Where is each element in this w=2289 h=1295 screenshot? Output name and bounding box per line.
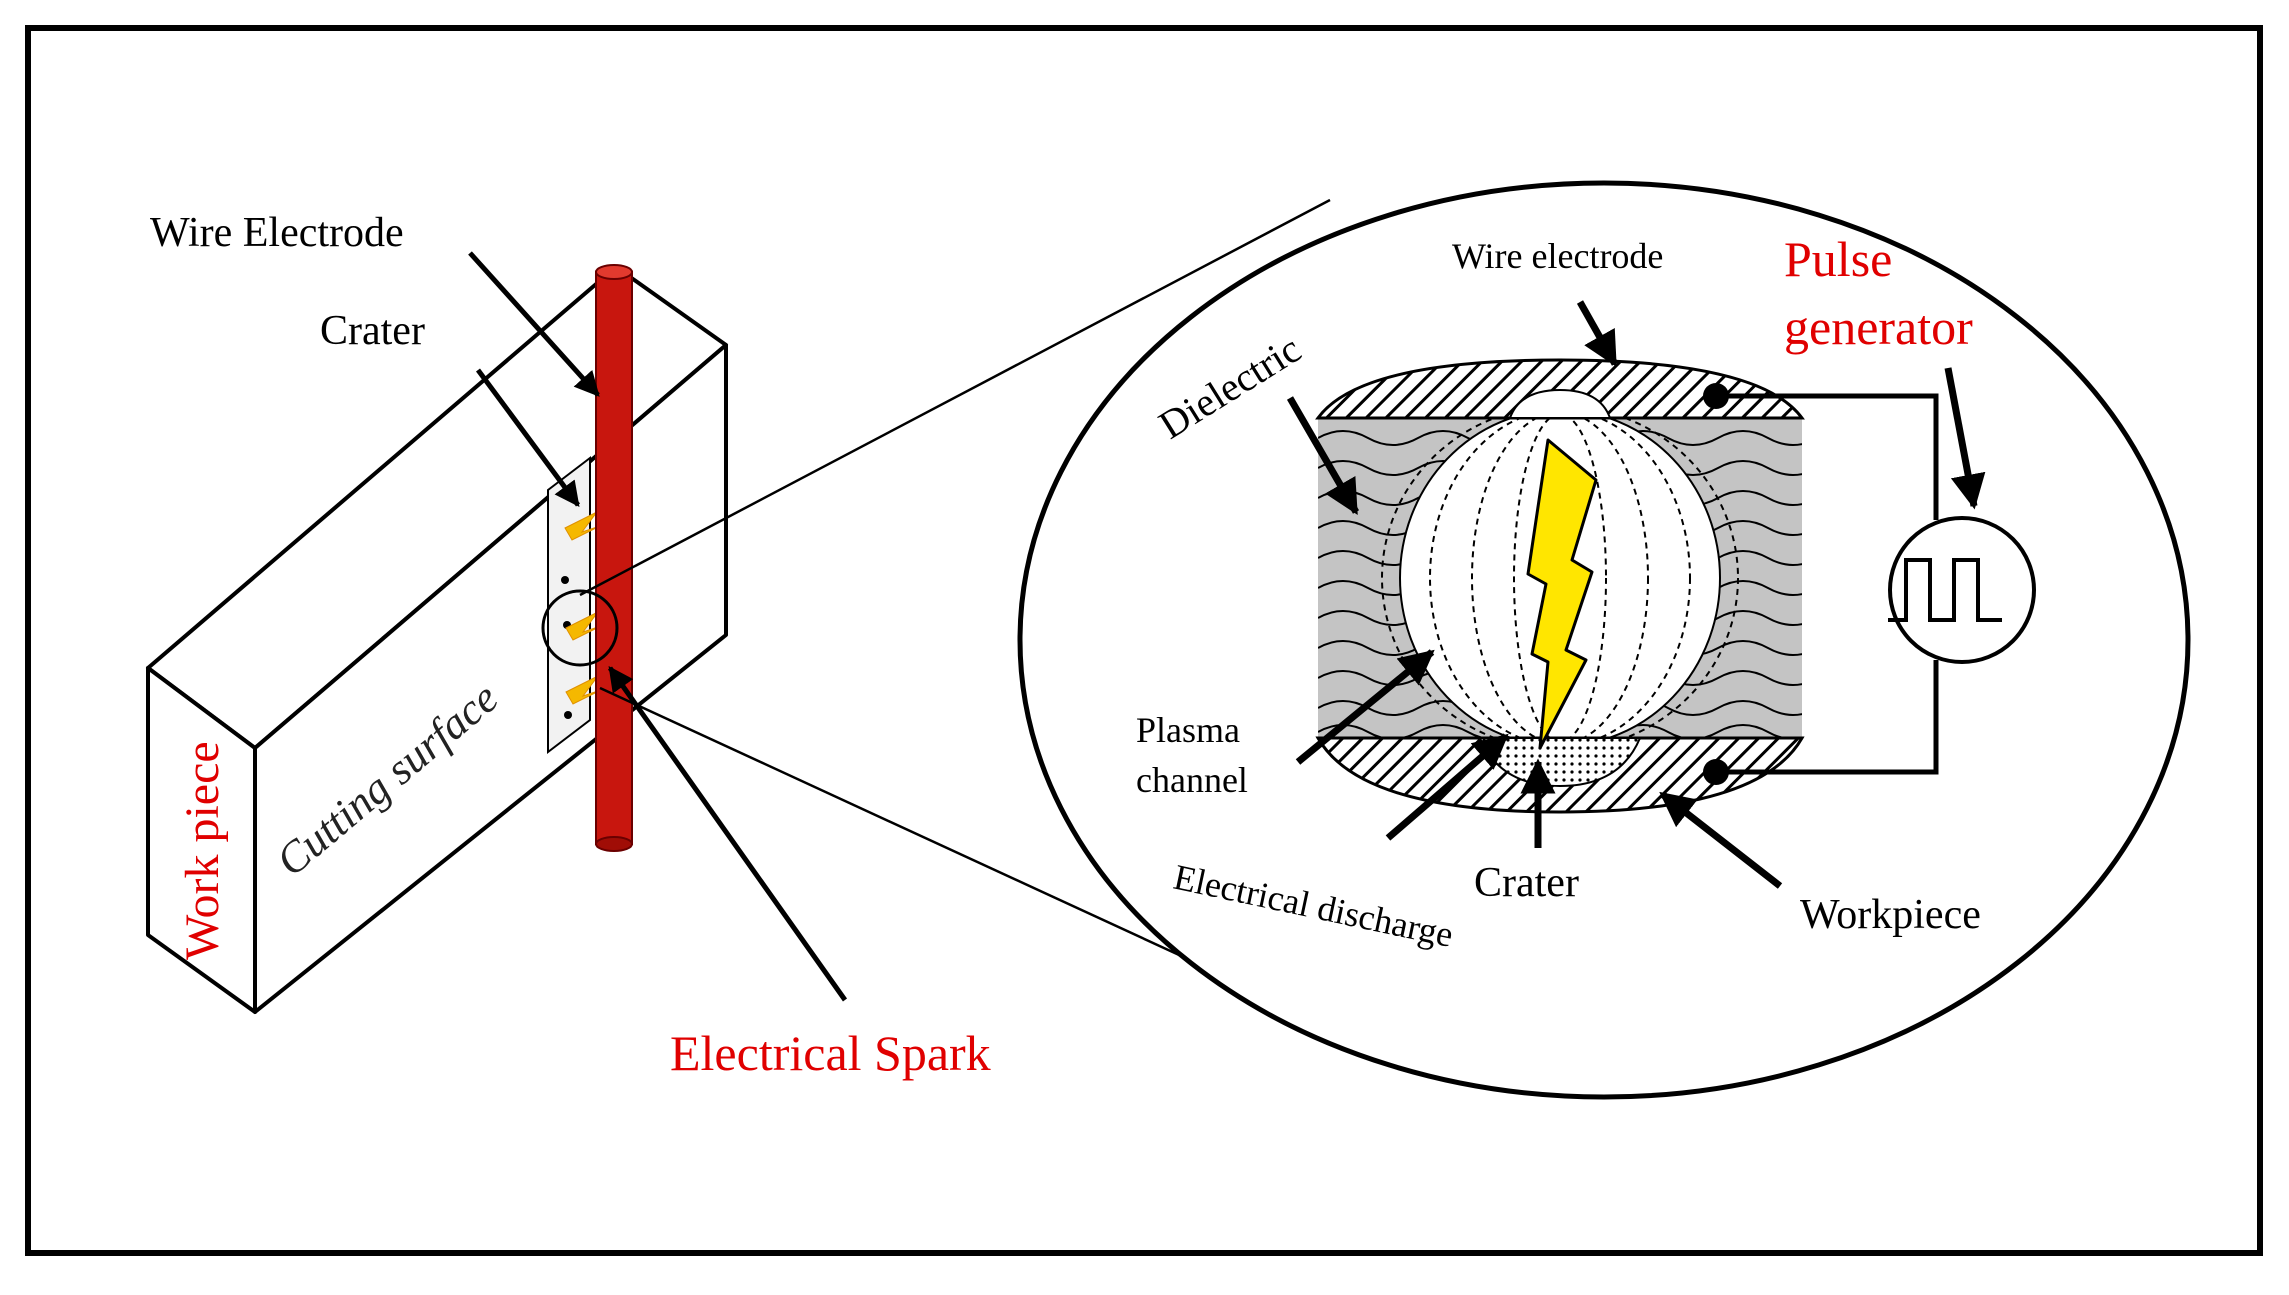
outer-frame [25,25,2263,1256]
label-wire-electrode-left: Wire Electrode [150,210,404,256]
workpiece-block [146,265,728,1014]
arrow-wire-electrode [468,251,600,397]
label-electrical-spark: Electrical Spark [670,1025,991,1081]
arrow-workpiece-right [1659,791,1783,889]
arrow-crater [475,368,581,508]
magnifier-circle [541,589,619,667]
label-crater-left: Crater [320,308,425,354]
lightning-bolt-icon [1526,438,1598,750]
cutting-slit [547,455,591,755]
arrow-electrical-spark [607,665,848,1002]
circuit-wires [1716,393,1939,775]
wire-electrode-rod [595,264,633,852]
zoom-line-bottom [599,686,1191,962]
terminal-dot-top [1703,383,1729,409]
label-work-piece: Work piece [176,741,229,960]
terminal-dot-bottom [1703,759,1729,785]
label-pulse-line1: Pulse [1784,231,1892,287]
label-workpiece-right: Workpiece [1800,892,1981,938]
label-crater-right: Crater [1474,860,1579,906]
arrow-electrical-discharge [1385,733,1509,841]
label-pulse-line2: generator [1784,299,1973,355]
spark-flares-icon [564,511,602,705]
pulse-generator-icon [1888,516,2036,664]
label-wire-electrode-right: Wire electrode [1452,236,1663,276]
label-plasma-line2: channel [1136,760,1248,800]
label-plasma-line1: Plasma [1136,710,1240,750]
right-pointer-arrows [1286,300,1986,889]
left-pointer-arrows [468,251,848,1002]
workpiece-front-face [146,666,257,1014]
arrow-dielectric [1286,396,1360,516]
arrow-wire-electrode-right [1576,300,1619,368]
zoom-line-top [579,198,1331,597]
arrow-pulse-generator [1944,367,1986,510]
arrow-plasma-channel [1295,649,1435,765]
